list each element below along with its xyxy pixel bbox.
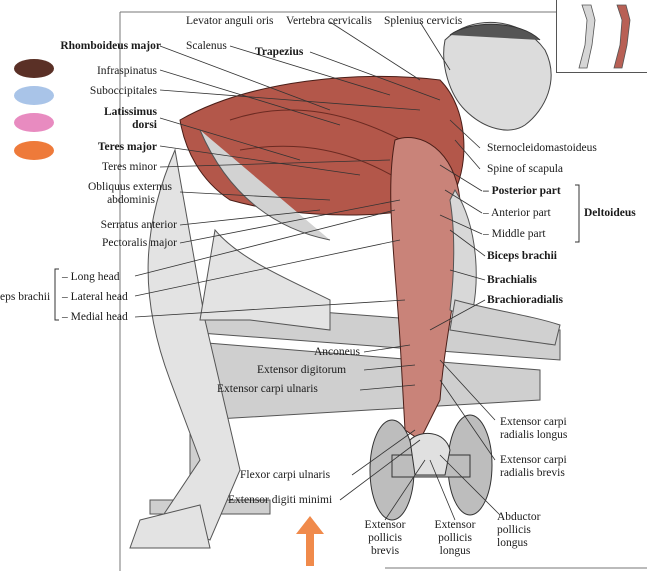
label-obliquus-1: Obliquus externus [87, 181, 172, 193]
head [443, 21, 552, 131]
label-suboccipitales: Suboccipitales [89, 85, 157, 97]
label-serratus-anterior: Serratus anterior [100, 219, 177, 231]
label-anconeus: Anconeus [314, 346, 360, 358]
label-apl-1: Abductor [497, 511, 541, 523]
label-flexor-carpi-ulnaris: Flexor carpi ulnaris [240, 469, 331, 481]
label-brachialis: Brachialis [487, 274, 537, 286]
label-anterior-part: – Anterior part [483, 207, 551, 219]
label-scalenus: Scalenus [186, 40, 227, 52]
label-spine-of-scapula: Spine of scapula [487, 163, 564, 175]
label-epl-1: Extensor [434, 519, 476, 531]
label-triceps-brachii-group: eps brachii [0, 291, 51, 303]
legend-swatch-pink [14, 113, 54, 132]
label-ecr-brevis-2: radialis brevis [500, 467, 565, 479]
label-epb-1: Extensor [364, 519, 406, 531]
label-epb-3: brevis [370, 545, 400, 557]
label-latissimus-1: Latissimus [103, 106, 157, 118]
label-lateral-head: – Lateral head [62, 291, 128, 303]
label-epl-2: pollicis [438, 532, 472, 544]
label-infraspinatus: Infraspinatus [96, 65, 157, 77]
label-splenius-cervicis: Splenius cervicis [384, 15, 463, 27]
label-sternocleidomastoideus: Sternocleidomastoideus [487, 142, 597, 154]
label-middle-part: – Middle part [483, 228, 546, 240]
label-rhomboideus-major: Rhomboideus major [60, 40, 161, 52]
legend-swatch-orange [14, 141, 54, 160]
label-teres-minor: Teres minor [101, 161, 157, 173]
label-extensor-carpi-ulnaris: Extensor carpi ulnaris [217, 383, 318, 395]
label-posterior-part: – Posterior part [483, 185, 561, 197]
label-ecr-brevis-1: Extensor carpi [500, 454, 567, 466]
label-pectoralis-major: Pectoralis major [101, 237, 177, 249]
thumbnail-figure [556, 0, 647, 73]
label-extensor-digitorum: Extensor digitorum [257, 364, 347, 376]
label-ecr-longus-1: Extensor carpi [500, 416, 567, 428]
leader-lines [134, 21, 501, 521]
label-deltoideus: Deltoideus [584, 207, 636, 219]
label-teres-major: Teres major [97, 141, 157, 153]
legend-swatch-dark-brown [14, 59, 54, 78]
label-latissimus-2: dorsi [132, 119, 157, 131]
label-vertebra-cervicalis: Vertebra cervicalis [286, 15, 372, 27]
label-biceps-brachii: Biceps brachii [487, 250, 557, 262]
legs [129, 148, 331, 549]
label-extensor-digiti-minimi: Extensor digiti minimi [228, 494, 333, 506]
label-apl-3: longus [497, 537, 528, 549]
label-epl-3: longus [439, 545, 471, 557]
label-trapezius: Trapezius [255, 46, 304, 58]
label-long-head: – Long head [62, 271, 120, 283]
label-ecr-longus-2: radialis longus [500, 429, 568, 441]
legend-swatch-light-blue [14, 86, 54, 105]
label-medial-head: – Medial head [62, 311, 128, 323]
label-apl-2: pollicis [497, 524, 531, 536]
label-brachioradialis: Brachioradialis [487, 294, 564, 306]
label-obliquus-2: abdominis [107, 194, 155, 206]
up-arrow-icon [296, 516, 324, 566]
dumbbell [369, 414, 493, 521]
label-epb-2: pollicis [368, 532, 402, 544]
label-levator-anguli-oris: Levator anguli oris [186, 15, 274, 27]
